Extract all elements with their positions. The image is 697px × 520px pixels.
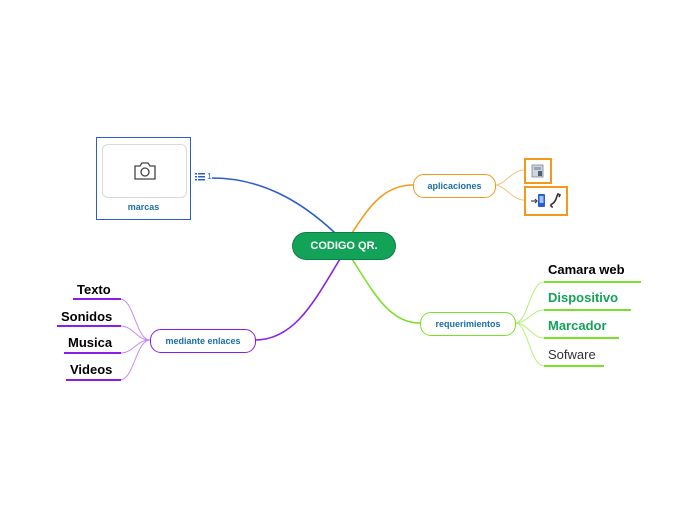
link-enlaces-texto [119, 298, 151, 341]
req-item-camara-web[interactable]: Camara web [548, 262, 625, 277]
root-node[interactable]: CODIGO QR. [293, 233, 395, 259]
enlace-underline-2 [57, 325, 121, 327]
link-enlaces-sonidos [119, 325, 151, 341]
link-req-sofware [514, 322, 545, 367]
list-icon [195, 172, 205, 181]
aplicaciones-node[interactable]: aplicaciones [413, 174, 496, 198]
req-underline-3 [544, 337, 619, 339]
marcas-label: marcas [127, 202, 160, 212]
app-document-icon [531, 164, 544, 178]
link-root-marcas [211, 177, 336, 234]
enlace-underline-3 [64, 352, 121, 354]
enlace-item-sonidos[interactable]: Sonidos [61, 309, 113, 324]
aplicaciones-icon-box-2[interactable] [524, 186, 568, 216]
req-underline-1 [544, 281, 641, 283]
req-item-marcador[interactable]: Marcador [548, 318, 607, 333]
enlace-item-videos[interactable]: Videos [70, 362, 113, 377]
link-enlaces-videos [119, 339, 151, 381]
enlace-item-musica[interactable]: Musica [68, 335, 113, 350]
link-aplicaciones-icon1 [494, 169, 525, 186]
camera-icon [134, 162, 156, 180]
phone-transfer-icon [531, 192, 562, 208]
notes-count: 1 [207, 172, 212, 181]
link-root-aplicaciones [351, 184, 414, 234]
notes-indicator[interactable]: 1 [195, 172, 212, 181]
enlace-underline-1 [73, 298, 121, 300]
marcas-image-frame [102, 144, 187, 198]
aplicaciones-icon-box-1[interactable] [524, 158, 552, 184]
req-item-dispositivo[interactable]: Dispositivo [548, 290, 619, 305]
link-aplicaciones-icon2 [494, 184, 525, 201]
link-req-dispositivo [514, 309, 545, 324]
req-underline-2 [544, 309, 631, 311]
marcas-node[interactable]: marcas [96, 137, 191, 220]
req-underline-4 [544, 365, 604, 367]
enlace-item-texto[interactable]: Texto [77, 282, 111, 297]
link-req-camara [514, 281, 545, 324]
link-root-requerimientos [351, 258, 421, 324]
mediante-enlaces-node[interactable]: mediante enlaces [150, 329, 256, 353]
enlace-underline-4 [66, 379, 121, 381]
req-item-sofware[interactable]: Sofware [548, 347, 596, 362]
link-root-enlaces [254, 258, 341, 341]
requerimientos-node[interactable]: requerimientos [420, 312, 516, 336]
